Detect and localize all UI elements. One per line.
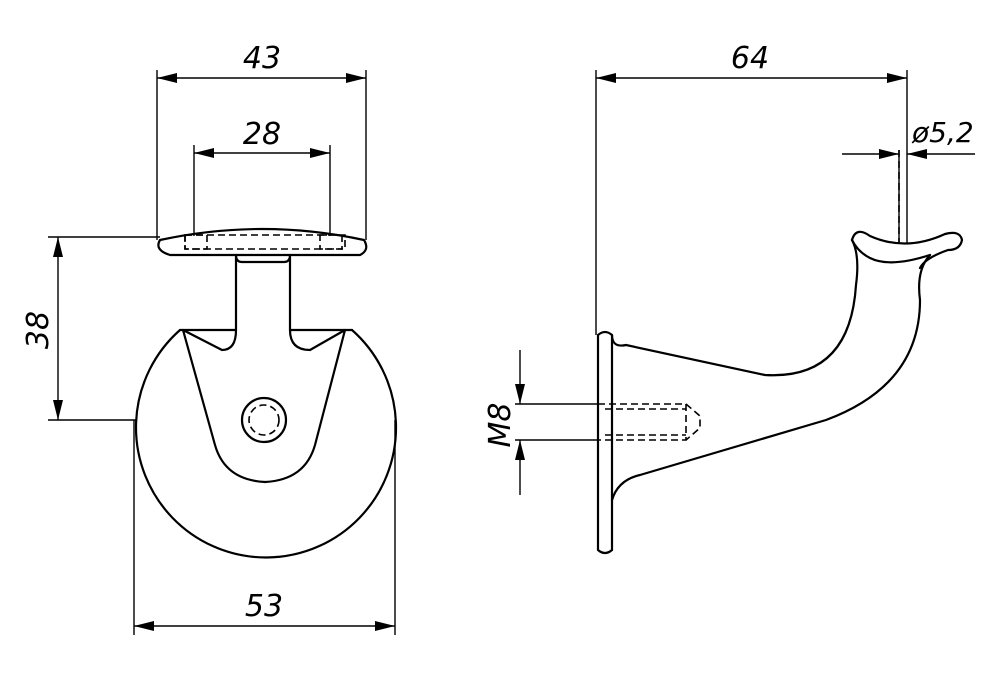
wall-disk [134,328,398,559]
wall-plate [596,330,614,555]
dim-width-inner: 28 [243,117,281,152]
dim-pin-diameter: ø5,2 [911,116,974,149]
dim-thread: M8 [483,403,518,448]
dim-diameter-base: 53 [245,589,283,624]
dim-height: 38 [21,311,56,349]
front-web [181,253,347,484]
side-view: 64 ø5,2 M8 [483,41,975,555]
front-view: 43 28 38 53 [21,41,398,635]
saddle-cup [850,230,964,270]
bracket-arm [610,238,859,377]
saddle-top [157,227,368,257]
dim-depth: 64 [731,41,769,76]
dim-width-top: 43 [243,41,281,76]
screw-hole [240,396,288,444]
